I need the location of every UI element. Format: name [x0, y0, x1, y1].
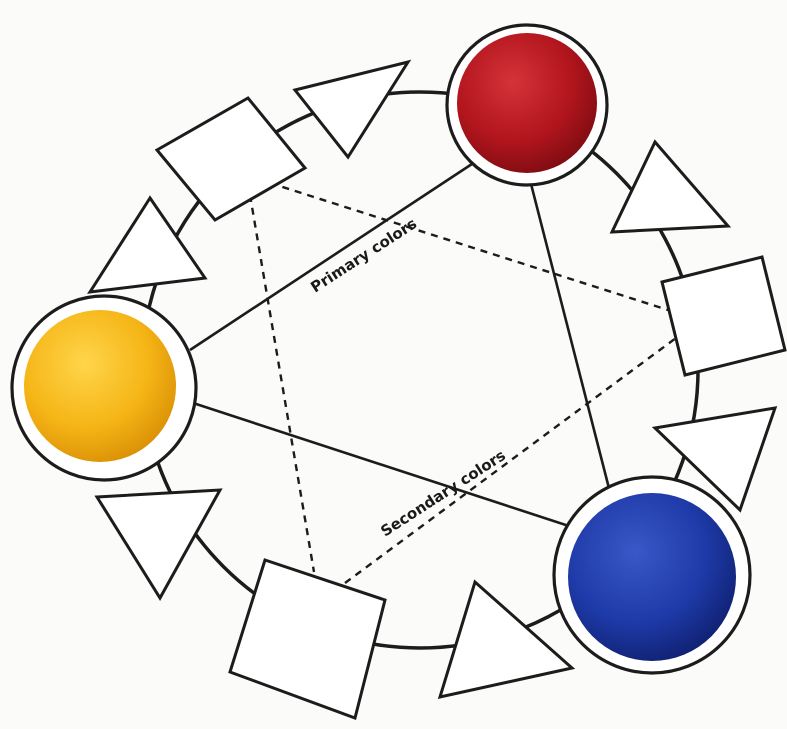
red-paint [457, 33, 597, 173]
secondary-colors-label: Secondary colors [377, 446, 509, 540]
yellow-paint [24, 310, 176, 462]
primary-colors-label: Primary colors [307, 214, 420, 296]
tertiary-triangle-bottom [440, 582, 572, 697]
primary-triangle [190, 160, 612, 528]
primary-line-red-blue [530, 180, 612, 500]
red-swatch [447, 25, 607, 185]
yellow-swatch [12, 296, 196, 480]
blue-swatch [554, 477, 750, 673]
blue-paint [568, 493, 736, 661]
primary-line-yellow-blue [190, 402, 575, 528]
secondary-line-top-right [270, 183, 668, 310]
tertiary-triangle-upper-left [90, 198, 205, 292]
tertiary-triangle-top [295, 62, 408, 157]
secondary-square-top [157, 98, 305, 220]
secondary-line-top-bottom [250, 195, 314, 572]
secondary-square-bottom [230, 560, 385, 718]
